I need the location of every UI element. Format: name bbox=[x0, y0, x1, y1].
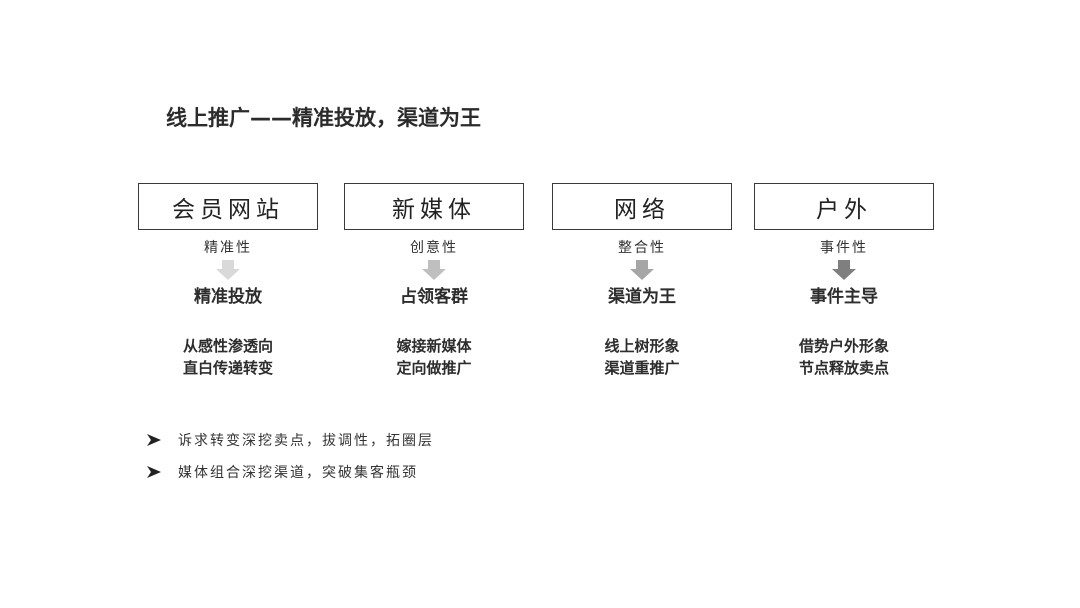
channel-box: 户外 bbox=[754, 183, 934, 230]
arrowhead-bullet-icon bbox=[147, 434, 161, 446]
channel-box: 网络 bbox=[552, 183, 732, 230]
channel-column-outdoor: 户外 事件性 事件主导 借势户外形象 节点释放卖点 bbox=[754, 183, 934, 379]
bullet-item: 媒体组合深挖渠道，突破集客瓶颈 bbox=[146, 456, 434, 488]
bullet-item: 诉求转变深挖卖点，拔调性，拓圈层 bbox=[146, 424, 434, 456]
channel-detail: 从感性渗透向 直白传递转变 bbox=[138, 335, 318, 379]
slide-title: 线上推广——精准投放，渠道为王 bbox=[166, 106, 481, 130]
channel-detail-line: 定向做推广 bbox=[396, 359, 472, 377]
channel-detail: 嫁接新媒体 定向做推广 bbox=[344, 335, 524, 379]
channel-box: 会员网站 bbox=[138, 183, 318, 230]
channel-attribute: 整合性 bbox=[618, 240, 666, 256]
channel-detail-line: 线上树形象 bbox=[604, 337, 680, 355]
channel-box: 新媒体 bbox=[344, 183, 524, 230]
down-arrow-icon bbox=[832, 260, 856, 280]
channel-strategy: 事件主导 bbox=[810, 287, 878, 307]
channel-detail: 线上树形象 渠道重推广 bbox=[552, 335, 732, 379]
channel-detail-line: 节点释放卖点 bbox=[798, 359, 889, 377]
down-arrow-icon bbox=[630, 260, 654, 280]
arrowhead-bullet-icon bbox=[147, 466, 161, 478]
channel-detail-line: 渠道重推广 bbox=[604, 359, 680, 377]
channel-column-membership-site: 会员网站 精准性 精准投放 从感性渗透向 直白传递转变 bbox=[138, 183, 318, 379]
channel-detail-line: 从感性渗透向 bbox=[182, 337, 273, 355]
channel-strategy: 占领客群 bbox=[400, 287, 468, 307]
channel-detail-line: 借势户外形象 bbox=[798, 337, 889, 355]
channel-strategy: 精准投放 bbox=[194, 287, 262, 307]
channel-detail: 借势户外形象 节点释放卖点 bbox=[754, 335, 934, 379]
bullet-text: 诉求转变深挖卖点，拔调性，拓圈层 bbox=[178, 433, 434, 449]
channel-column-network: 网络 整合性 渠道为王 线上树形象 渠道重推广 bbox=[552, 183, 732, 379]
channel-detail-line: 直白传递转变 bbox=[182, 359, 273, 377]
channel-column-new-media: 新媒体 创意性 占领客群 嫁接新媒体 定向做推广 bbox=[344, 183, 524, 379]
bullet-text: 媒体组合深挖渠道，突破集客瓶颈 bbox=[178, 465, 418, 481]
channel-strategy: 渠道为王 bbox=[608, 287, 676, 307]
bullet-list: 诉求转变深挖卖点，拔调性，拓圈层 媒体组合深挖渠道，突破集客瓶颈 bbox=[146, 424, 434, 488]
channel-attribute: 创意性 bbox=[410, 240, 458, 256]
down-arrow-icon bbox=[216, 260, 240, 280]
channel-attribute: 事件性 bbox=[820, 240, 868, 256]
channel-attribute: 精准性 bbox=[204, 240, 252, 256]
channel-detail-line: 嫁接新媒体 bbox=[396, 337, 472, 355]
down-arrow-icon bbox=[422, 260, 446, 280]
